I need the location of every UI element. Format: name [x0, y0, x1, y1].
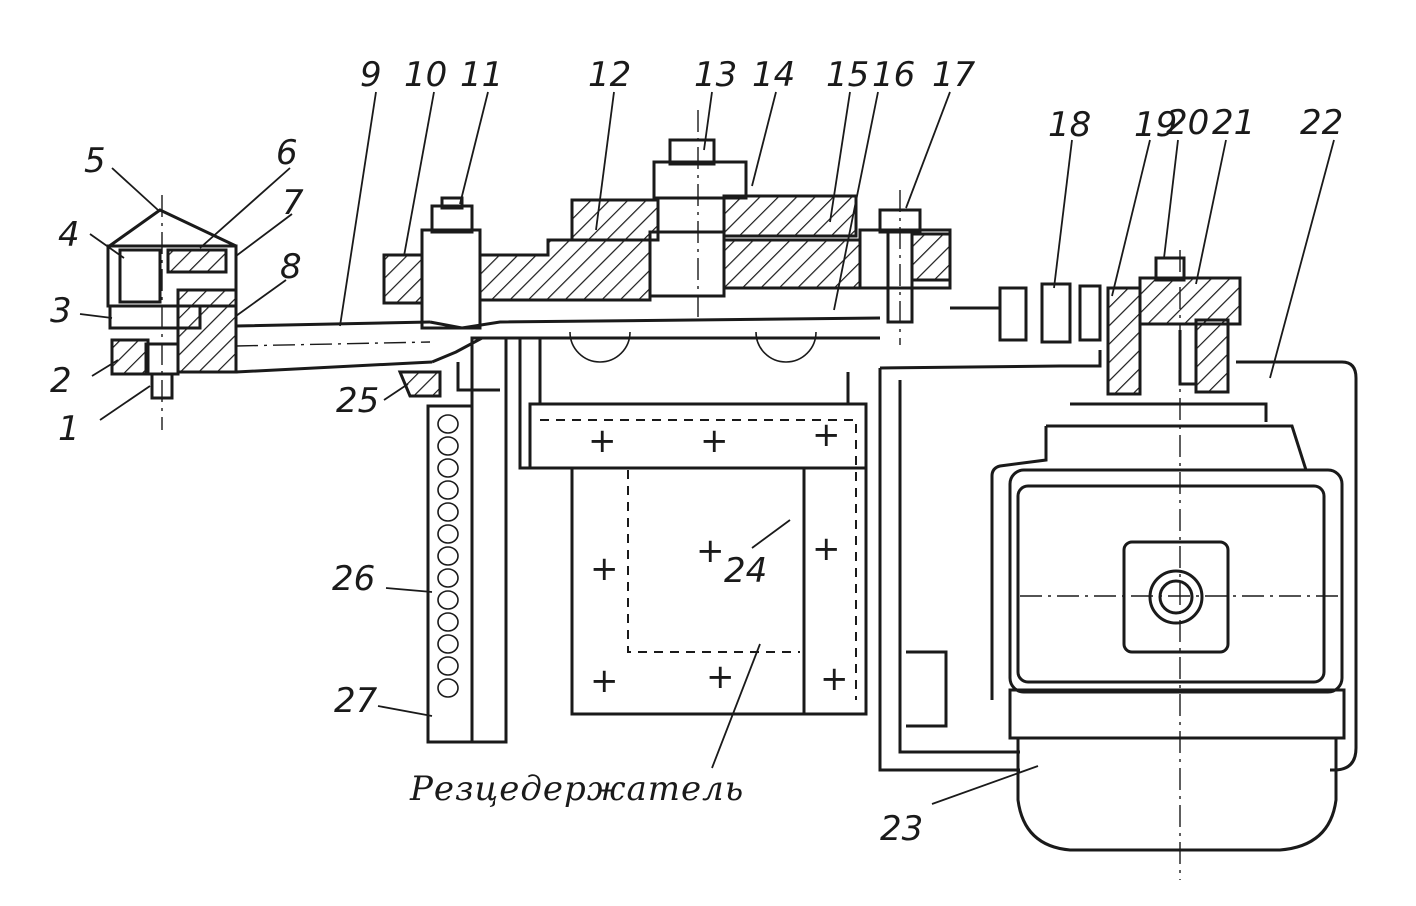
label-23: 23: [880, 809, 923, 849]
label-27: 27: [334, 681, 378, 721]
top-slide-body: [382, 110, 952, 345]
part-labels: 1 2 3 4 5 6 7 8 9 10 11 12 13 14 15 16 1…: [50, 55, 1343, 849]
label-15: 15: [826, 55, 869, 95]
spring-coil: [437, 436, 459, 456]
label-2: 2: [50, 361, 72, 401]
label-8: 8: [280, 247, 302, 287]
spring-coil: [437, 678, 459, 698]
svg-text:+: +: [812, 529, 841, 569]
label-13: 13: [694, 55, 737, 95]
label-12: 12: [588, 55, 631, 95]
spring-coil: [437, 568, 459, 588]
label-14: 14: [752, 55, 795, 95]
label-7: 7: [282, 183, 304, 223]
carriage-bracket: + + + + + + + + +: [518, 331, 868, 716]
label-18: 18: [1048, 105, 1091, 145]
spring-coil: [437, 524, 459, 544]
svg-text:+: +: [700, 421, 729, 461]
spring-coil: [437, 634, 459, 654]
left-head-assembly: [106, 195, 238, 430]
label-20: 20: [1166, 103, 1209, 143]
svg-text:+: +: [812, 415, 841, 455]
leader-lines: [79, 91, 1335, 805]
spring-coil: [437, 414, 459, 434]
label-24: 24: [724, 551, 767, 591]
label-25: 25: [336, 381, 379, 421]
svg-text:+: +: [706, 657, 735, 697]
label-9: 9: [360, 55, 382, 95]
electric-motor: [990, 250, 1358, 880]
label-6: 6: [276, 133, 298, 173]
drawing-caption: Резцедержатель: [409, 769, 744, 809]
right-drive-line: [878, 256, 1242, 772]
label-11: 11: [460, 55, 503, 95]
label-19: 19: [1134, 105, 1177, 145]
label-3: 3: [50, 291, 72, 331]
spring-coil: [437, 656, 459, 676]
svg-text:+: +: [588, 421, 617, 461]
svg-text:+: +: [590, 661, 619, 701]
main-bar: [235, 316, 881, 374]
label-26: 26: [332, 559, 375, 599]
label-21: 21: [1212, 103, 1255, 143]
label-17: 17: [932, 55, 976, 95]
spring-coil: [437, 502, 459, 522]
tool-holder-column: [397, 336, 508, 744]
label-4: 4: [58, 215, 80, 255]
spring-coil: [437, 590, 459, 610]
svg-text:+: +: [820, 659, 849, 699]
label-22: 22: [1300, 103, 1343, 143]
spring-coil: [437, 546, 459, 566]
svg-text:+: +: [696, 531, 725, 571]
svg-text:+: +: [590, 549, 619, 589]
spring-coil: [437, 480, 459, 500]
spring-coil: [437, 612, 459, 632]
spring-coil: [437, 458, 459, 478]
label-1: 1: [58, 409, 80, 449]
label-16: 16: [872, 55, 915, 95]
label-5: 5: [84, 141, 106, 181]
spring-coils: [437, 414, 459, 698]
label-10: 10: [404, 55, 447, 95]
